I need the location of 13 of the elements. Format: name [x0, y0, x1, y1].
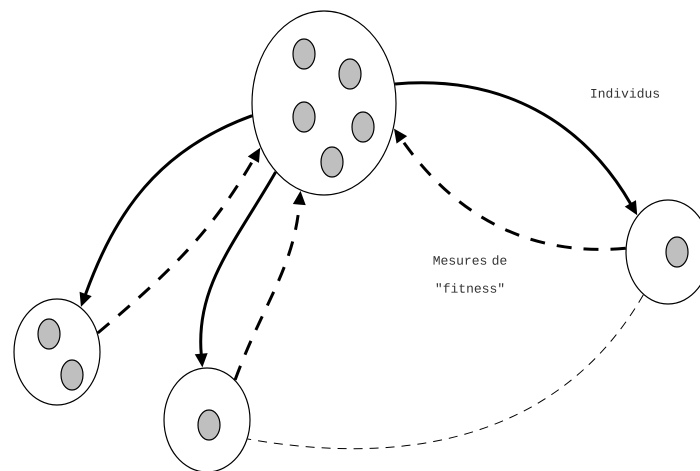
dot: [665, 236, 689, 268]
dot: [197, 409, 221, 441]
dot: [320, 146, 344, 178]
dot: [351, 111, 375, 143]
annotation-label: Mesures de "fitness": [434, 255, 506, 293]
dot: [338, 58, 362, 90]
dot: [292, 101, 316, 133]
population-circle: [251, 10, 397, 196]
dot: [292, 38, 316, 70]
dot: [37, 318, 61, 350]
annotation-label: Individus: [591, 88, 660, 98]
population-circle: [13, 298, 101, 406]
dot: [60, 359, 84, 391]
